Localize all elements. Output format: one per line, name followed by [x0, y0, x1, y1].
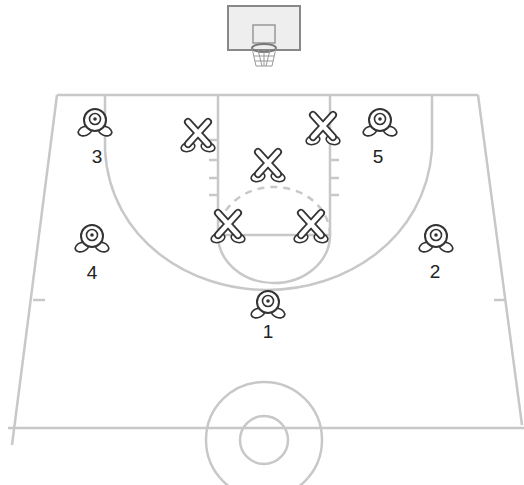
court-lines: [8, 95, 524, 485]
player-eye: [263, 296, 274, 307]
player-eye: [375, 114, 386, 125]
defender-x: [293, 213, 329, 244]
defender-x: [210, 213, 246, 244]
x-outline: [188, 122, 208, 144]
basket: [228, 6, 300, 66]
x-fill: [301, 213, 321, 235]
player-pupil: [434, 233, 438, 237]
callout-number: 5: [373, 147, 384, 166]
x-outline: [301, 213, 321, 235]
x-outline: [218, 213, 238, 235]
callout-number: 1: [263, 322, 274, 341]
player-head: [257, 291, 279, 313]
offense-player: [362, 109, 398, 138]
offense-player: [418, 225, 454, 254]
player-head: [81, 225, 103, 247]
player-head: [369, 109, 391, 131]
player-pupil: [266, 299, 270, 303]
player-pupil: [93, 117, 97, 121]
player-eye: [431, 230, 442, 241]
player-head: [84, 109, 106, 131]
offense-player: [77, 109, 113, 138]
player-head: [425, 225, 447, 247]
x-fill: [313, 115, 333, 137]
x-fill: [218, 213, 238, 235]
x-fill: [258, 152, 278, 174]
callout-number: 4: [87, 263, 98, 282]
defender-x: [180, 122, 216, 153]
player-eye: [90, 114, 101, 125]
defender-x: [250, 152, 286, 183]
offense-player: [74, 225, 110, 254]
player-pupil: [90, 233, 94, 237]
callout-number: 3: [92, 147, 103, 166]
x-fill: [188, 122, 208, 144]
x-outline: [258, 152, 278, 174]
player-pupil: [378, 117, 382, 121]
x-outline: [313, 115, 333, 137]
offense-player: [250, 291, 286, 320]
player-eye: [87, 230, 98, 241]
defender-x: [305, 115, 341, 146]
callout-number: 2: [430, 262, 441, 281]
